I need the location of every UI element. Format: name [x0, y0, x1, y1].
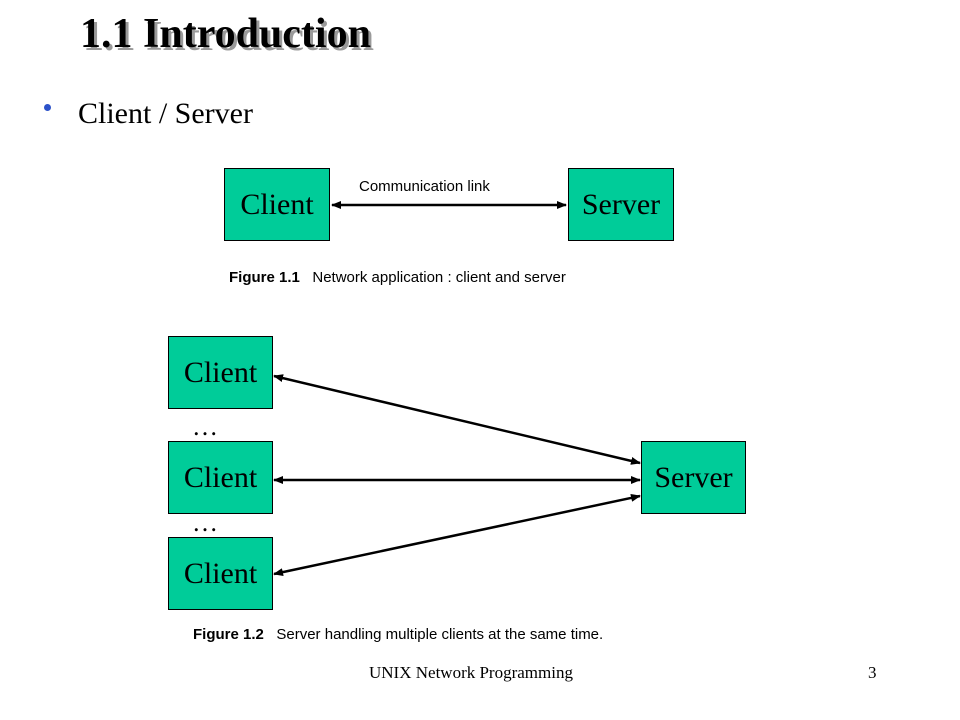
slide-title-text: 1.1 Introduction [80, 11, 371, 57]
fig2-ellipsis-1: … [192, 412, 218, 441]
footer-page-number: 3 [868, 663, 877, 682]
fig1-link-label: Communication link [359, 178, 490, 195]
fig2-top-client-arrow [273, 374, 641, 465]
fig2-client-box-3: Client [168, 537, 273, 610]
slide-title-shadow: 1.1 Introduction [83, 14, 374, 60]
fig1-caption: Figure 1.1 Network application : client … [229, 268, 566, 288]
fig1-caption-number: Figure 1.1 [229, 269, 300, 286]
fig2-ellipsis-2: … [192, 508, 218, 537]
fig2-client-box-1: Client [168, 336, 273, 409]
slide-title: 1.1 Introduction 1.1 Introduction [80, 6, 780, 70]
fig1-client-box: Client [224, 168, 330, 241]
bullet-item: Client / Server [44, 94, 644, 134]
fig1-caption-text: Network application : client and server [312, 269, 566, 286]
fig2-client-box-2: Client [168, 441, 273, 514]
bullet-text: Client / Server [78, 97, 253, 130]
fig1-server-box: Server [568, 168, 674, 241]
footer-course-title: UNIX Network Programming [369, 663, 573, 682]
fig2-caption-number: Figure 1.2 [193, 626, 264, 643]
fig2-caption-text: Server handling multiple clients at the … [276, 626, 604, 643]
fig2-bottom-client-arrow [273, 493, 641, 577]
bullet-dot-icon [44, 104, 51, 111]
fig2-caption: Figure 1.2 Server handling multiple clie… [193, 625, 603, 645]
fig2-server-box: Server [641, 441, 746, 514]
